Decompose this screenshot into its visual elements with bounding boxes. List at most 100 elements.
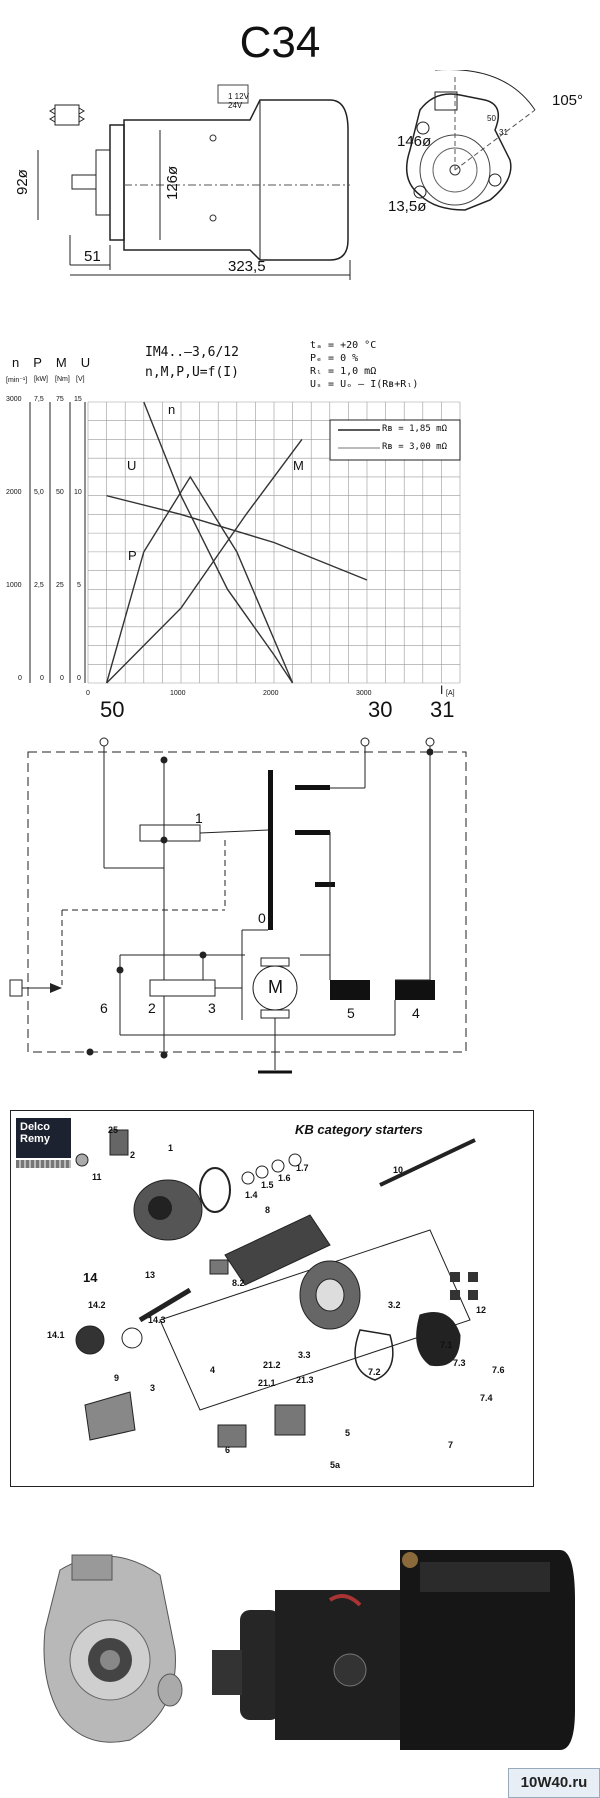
bolt-circle-label: 146ø <box>397 133 432 150</box>
motor-label: M <box>268 977 283 997</box>
callout-5: 5 <box>345 1428 351 1438</box>
u-tick-0: 0 <box>77 675 81 682</box>
curve-u <box>106 494 368 581</box>
circuit-label-1: 1 <box>195 810 203 826</box>
callout-1-6: 1.6 <box>278 1173 291 1183</box>
callout-7-3: 7.3 <box>453 1358 466 1368</box>
n-tick-3000: 3000 <box>6 396 22 403</box>
circuit-label-0: 0 <box>258 910 266 926</box>
circuit-label-2: 2 <box>148 1000 156 1016</box>
m-tick-25: 25 <box>56 582 64 589</box>
callout-7-4: 7.4 <box>480 1393 493 1403</box>
unit-u: [V] <box>76 376 85 383</box>
callout-14-2: 14.2 <box>88 1300 106 1310</box>
x-axis-unit: [A] <box>446 690 455 697</box>
callout-1-5: 1.5 <box>261 1180 274 1190</box>
axis-symbols: nPMU <box>12 355 104 370</box>
terminal-31-dot <box>425 737 435 747</box>
condition-temp: tₐ = +20 °C <box>310 340 377 351</box>
rear-terminal-50: 50 <box>487 114 496 123</box>
x-axis-label: I <box>440 683 444 697</box>
callout-12: 12 <box>476 1305 487 1315</box>
axis-n: n <box>12 355 34 370</box>
p-tick-7.5: 7,5 <box>34 396 44 403</box>
callout-3-3: 3.3 <box>298 1350 311 1360</box>
callout-21-2: 21.2 <box>263 1360 281 1370</box>
callout-5a: 5a <box>330 1460 341 1470</box>
callout-7-2: 7.2 <box>368 1367 381 1377</box>
circuit-label-4: 4 <box>412 1005 420 1021</box>
callout-9: 9 <box>114 1373 120 1383</box>
condition-pe: Pₑ = 0 % <box>310 353 359 364</box>
unit-m: [Nm] <box>55 376 70 383</box>
p-tick-5.0: 5,0 <box>34 489 44 496</box>
curve-label-n: n <box>168 402 176 417</box>
model-text: IM4..–3,6/12 <box>145 345 239 360</box>
left-axes <box>29 402 86 683</box>
curve-label-u: U <box>127 458 137 473</box>
n-tick-2000: 2000 <box>6 489 22 496</box>
legend-rb-1: Rʙ = 1,85 mΩ <box>382 424 448 434</box>
terminal-31-label: 31 <box>430 697 455 722</box>
starter-front-view <box>43 1554 183 1743</box>
legend-box <box>329 419 461 461</box>
callout-21-3: 21.3 <box>296 1375 314 1385</box>
parts-heading: KB category starters <box>295 1122 423 1137</box>
delco-remy-logo: Delco Remy <box>16 1118 71 1158</box>
flange-offset-label: 51 <box>84 248 101 265</box>
curve-p <box>105 475 294 684</box>
u-tick-15: 15 <box>74 396 82 403</box>
callout-3: 3 <box>150 1383 156 1393</box>
u-tick-10: 10 <box>74 489 82 496</box>
legend-rb-2: Rʙ = 3,00 mΩ <box>382 442 448 452</box>
body-diameter-label: 126ø <box>164 165 181 200</box>
voltage-label-a: 1 12V <box>228 92 249 101</box>
callout-8-2: 8.2 <box>232 1278 245 1288</box>
starter-side-view <box>212 1550 575 1750</box>
voltage-label-b: 24V <box>228 101 243 110</box>
axis-p: P <box>33 355 56 370</box>
circuit-label-3: 3 <box>208 1000 216 1016</box>
callout-2: 2 <box>130 1150 136 1160</box>
curve-label-m: M <box>293 458 304 473</box>
rear-view-drawing <box>405 70 536 211</box>
p-tick-0: 0 <box>40 675 44 682</box>
callout-13: 13 <box>145 1270 156 1280</box>
callout-14-1: 14.1 <box>47 1330 65 1340</box>
callout-1: 1 <box>168 1143 174 1153</box>
x-tick-2000: 2000 <box>263 690 279 697</box>
callout-7-1: 7.1 <box>440 1340 453 1350</box>
n-tick-1000: 1000 <box>6 582 22 589</box>
callout-11: 11 <box>92 1172 102 1182</box>
terminal-50-label: 50 <box>100 697 125 722</box>
callout-25: 25 <box>108 1125 119 1135</box>
angle-label: 105° <box>552 92 584 109</box>
circuit-label-6: 6 <box>100 1000 108 1016</box>
callout-3-2: 3.2 <box>388 1300 401 1310</box>
terminal-30-dot <box>360 737 370 747</box>
side-view-drawing <box>37 84 351 280</box>
x-tick-0: 0 <box>86 690 90 697</box>
x-tick-1000: 1000 <box>170 690 186 697</box>
x-tick-3000: 3000 <box>356 690 372 697</box>
circuit-diagram <box>9 737 467 1074</box>
condition-us: Uₛ = Uₒ – I(Rʙ+Rₗ) <box>310 379 419 390</box>
callout-21-1: 21.1 <box>258 1378 276 1388</box>
callout-14: 14 <box>83 1270 98 1285</box>
callout-7-6: 7.6 <box>492 1365 505 1375</box>
logo-stripe <box>16 1160 71 1168</box>
function-text: n,M,P,U=f(I) <box>145 365 239 380</box>
hole-diameter-label: 13,5ø <box>388 198 427 215</box>
axis-u: U <box>80 355 105 370</box>
callout-14-3: 14.3 <box>148 1315 166 1325</box>
curve-label-p: P <box>128 548 137 563</box>
curve-n <box>143 401 294 684</box>
callout-7: 7 <box>448 1440 454 1450</box>
condition-rl: Rₗ = 1,0 mΩ <box>310 366 377 377</box>
pinion-diameter-label: 92ø <box>14 169 31 195</box>
p-tick-2.5: 2,5 <box>34 582 44 589</box>
m-tick-75: 75 <box>56 396 64 403</box>
u-tick-5: 5 <box>77 582 81 589</box>
callout-4: 4 <box>210 1365 216 1375</box>
exploded-view <box>75 1129 478 1448</box>
